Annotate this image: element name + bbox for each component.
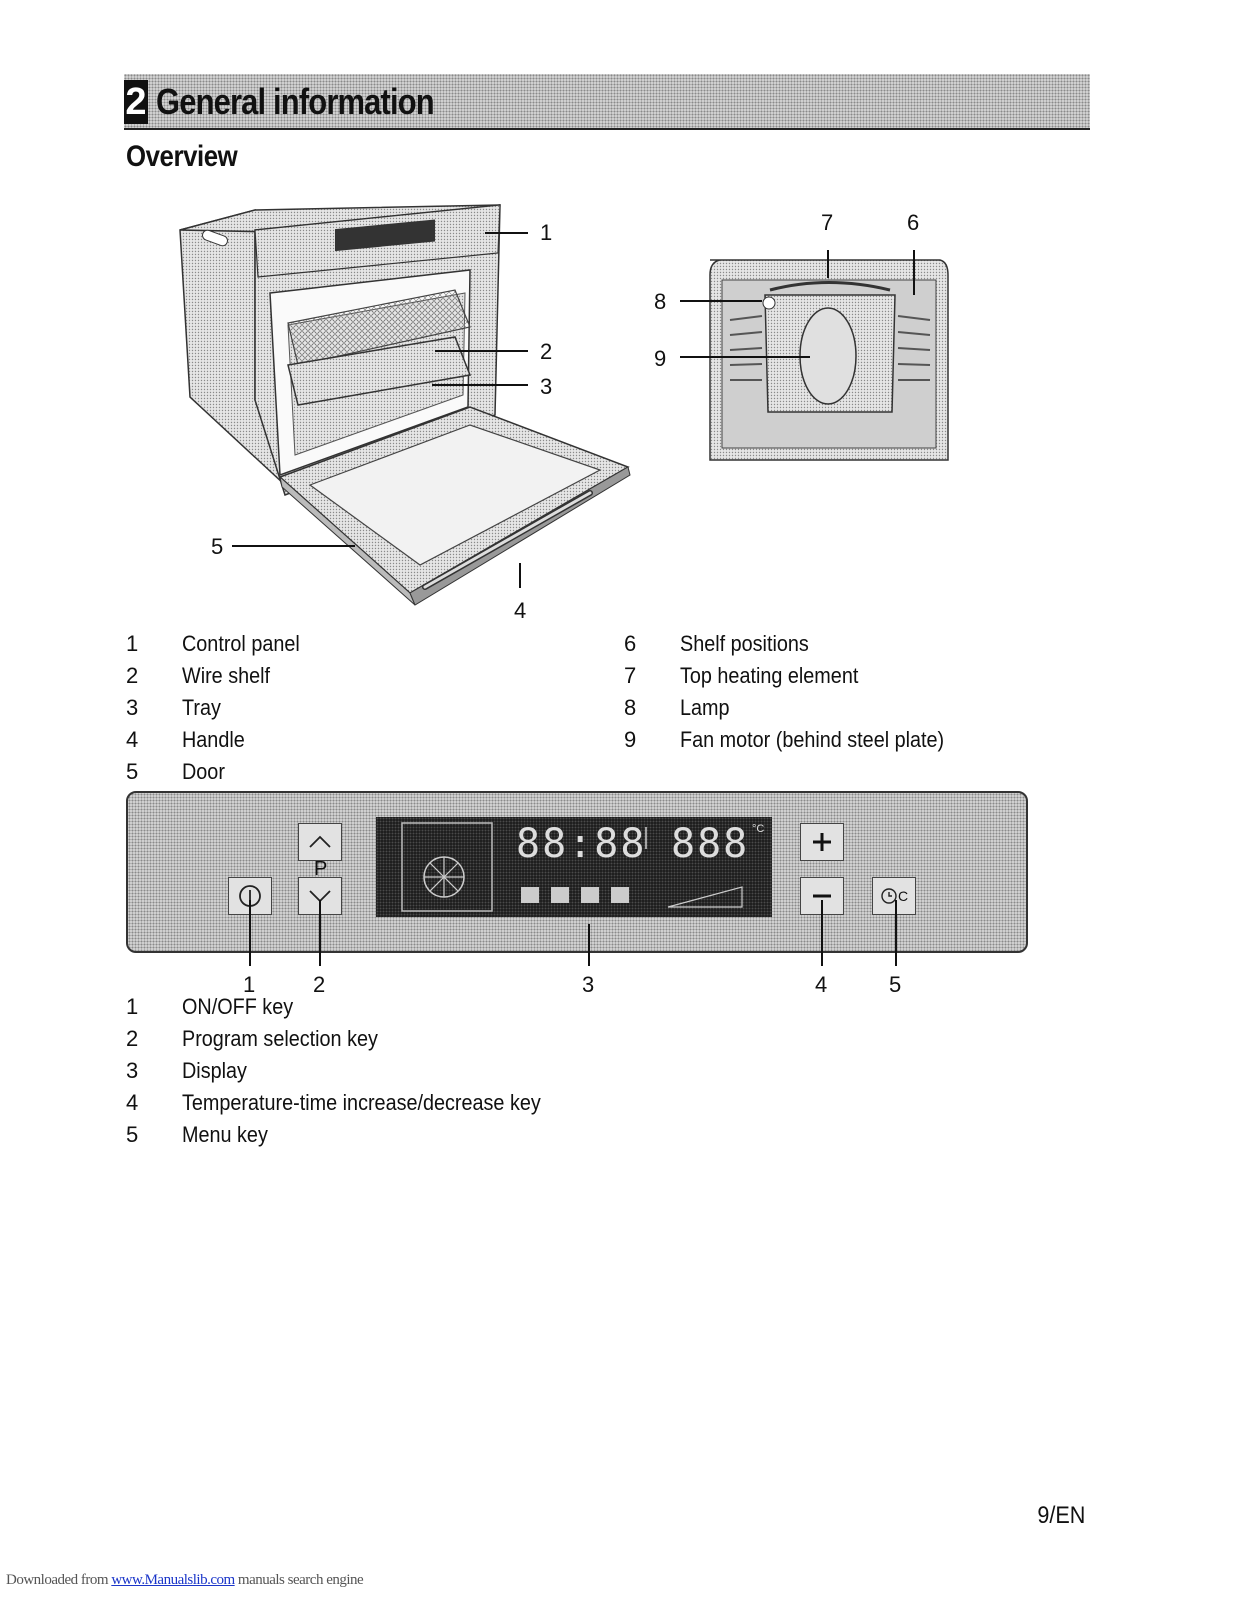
program-down-key [298,877,342,915]
chapter-title: General information [156,81,435,122]
oven-callout: 1 [540,220,553,245]
chevron-up-icon [309,835,331,848]
cavity-callout: 9 [654,346,667,371]
program-up-key [298,823,342,861]
display-temp-unit: °C [752,823,765,835]
panel-callout: 5 [889,972,902,997]
oven-callout: 4 [514,598,527,623]
manualslib-link[interactable]: www.Manualslib.com [111,1572,235,1588]
oven-callout: 5 [211,534,224,559]
minus-icon [813,894,831,898]
panel-callout: 1 [243,972,256,997]
chapter-header: 2 General information [124,74,1090,130]
cavity-callout: 8 [654,289,667,314]
download-source: Downloaded from www.Manualslib.com manua… [6,1572,364,1588]
display: 88:88 888 °C [376,817,772,917]
menu-key: C [872,877,916,915]
cavity-callout: 7 [821,210,834,235]
panel-callout: 3 [582,972,595,997]
control-panel-illustration: P 88:88 888 °C C [126,791,1028,953]
display-time: 88:88 [516,821,647,867]
chapter-number: 2 [124,80,148,124]
display-temperature: 888 [671,821,750,867]
page-number: 9/EN [1036,1502,1085,1529]
display-graphics [401,822,743,912]
menu-key-unit: C [897,888,909,904]
oven-illustration [179,204,631,606]
cavity-callout: 6 [907,210,920,235]
oven-cavity-illustration [680,250,949,461]
section-title: Overview [126,140,238,173]
panel-callout: 2 [313,972,326,997]
oven-callout: 3 [540,374,553,399]
plus-icon [813,833,831,851]
clock-icon [881,888,897,904]
panel-callout: 4 [815,972,828,997]
program-key-label: P [314,858,328,880]
increase-key [800,823,844,861]
panel-leader-lines [249,900,897,966]
oven-callout: 2 [540,339,553,364]
